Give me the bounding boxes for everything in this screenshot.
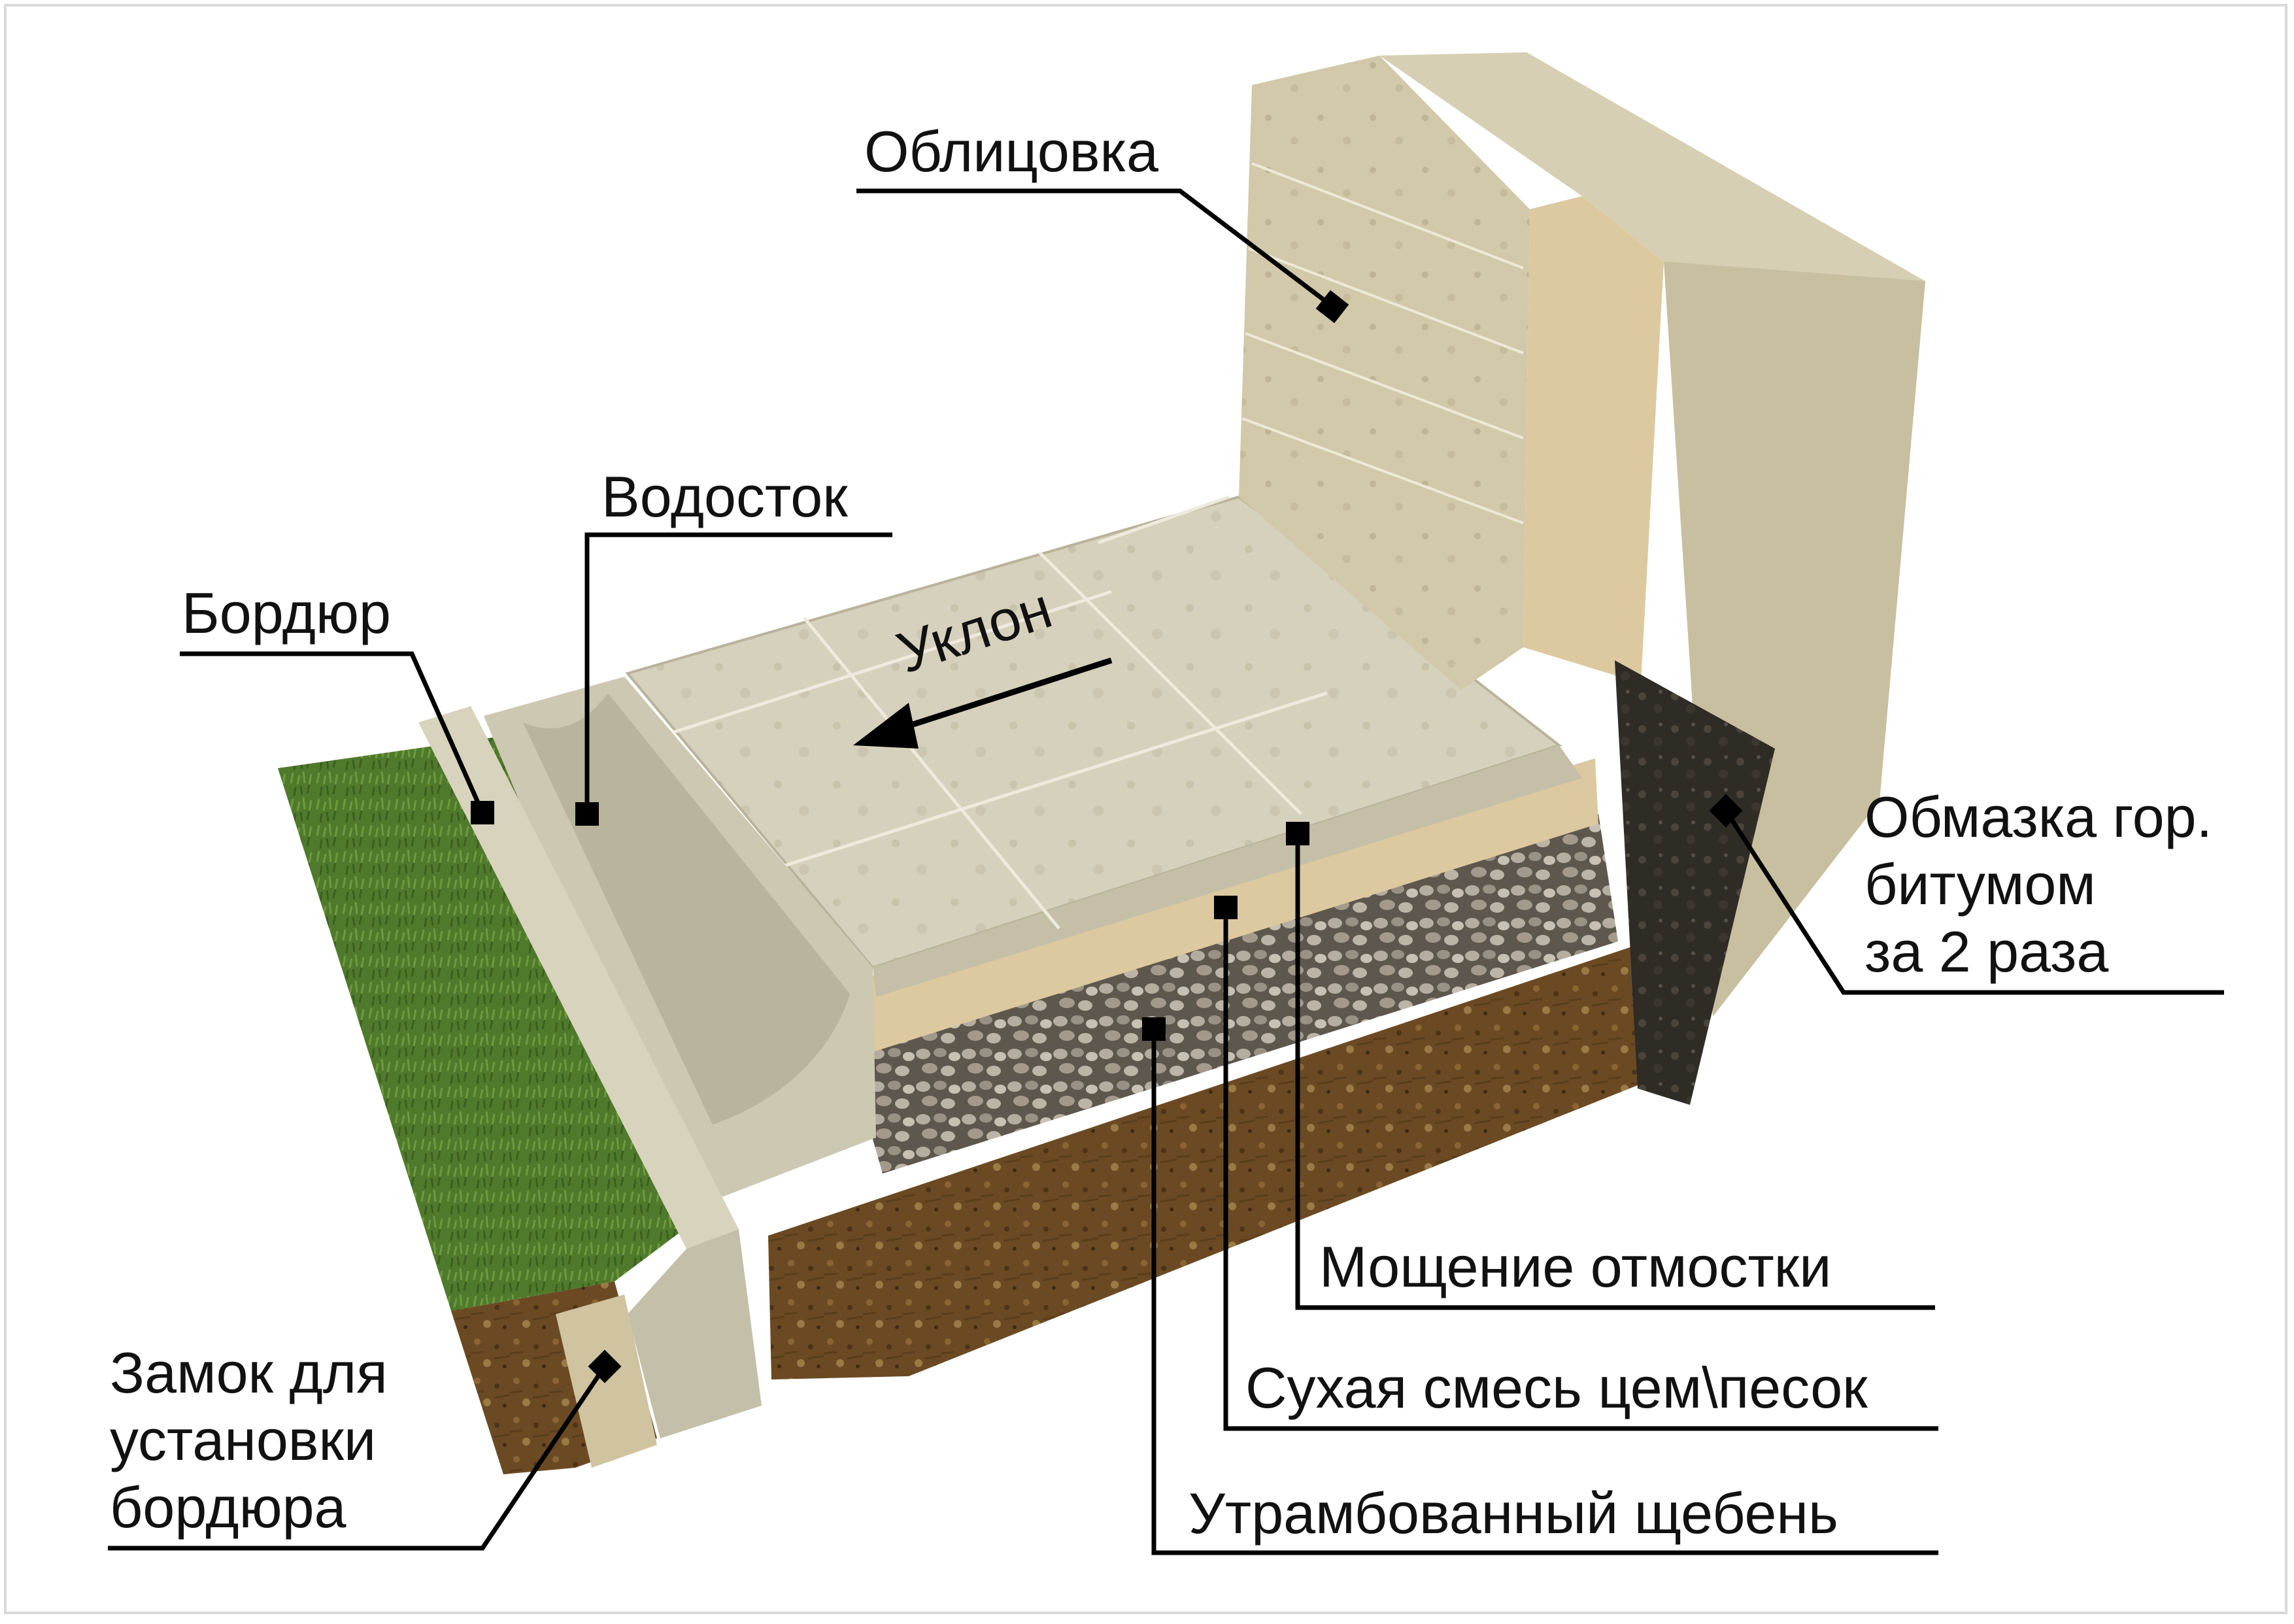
- paving-front-edge: [873, 745, 1582, 997]
- gutter-channel: [523, 693, 850, 1125]
- label-cladding: Облицовка: [864, 119, 1158, 184]
- leader-bitumen: [1724, 809, 2224, 995]
- marker-paving: [1286, 822, 1309, 845]
- bitumen-coating: [1615, 660, 1775, 1105]
- cladding: [1239, 56, 1530, 690]
- marker-cladding: [1315, 290, 1349, 324]
- label-gravel: Утрамбованный щебень: [1189, 1481, 1838, 1546]
- wall-plaster: [1523, 196, 1664, 683]
- leader-markers: [471, 290, 1743, 1383]
- gravel-layer: [850, 814, 1618, 1174]
- curb-top: [418, 706, 739, 1249]
- label-curb-lock-line2: установки: [110, 1408, 376, 1472]
- label-dry-mix: Сухая смесь цем\песок: [1245, 1355, 1868, 1420]
- slope-arrow: [853, 657, 1113, 749]
- label-curb-lock-line1: Замок для: [110, 1340, 388, 1405]
- leader-curb-lock: [108, 1365, 607, 1551]
- label-bitumen-line3: за 2 раза: [1864, 919, 2108, 984]
- soil-front: [768, 941, 1654, 1379]
- marker-curb: [471, 801, 494, 824]
- leader-curb: [180, 651, 485, 814]
- label-gutter: Водосток: [601, 464, 848, 529]
- leader-gravel: [1151, 1029, 1938, 1555]
- cladding-joints: [1241, 162, 1524, 524]
- label-bitumen-line2: битумом: [1864, 852, 2096, 917]
- label-curb-lock-line3: бордюра: [110, 1475, 346, 1540]
- leader-cladding: [856, 188, 1336, 309]
- marker-gutter: [575, 802, 599, 826]
- leader-gutter: [584, 532, 892, 814]
- label-bitumen-line1: Обмазка гор.: [1864, 785, 2212, 849]
- curb-side: [628, 1229, 762, 1438]
- label-curb: Бордюр: [182, 581, 391, 645]
- label-paving: Мощение отмостки: [1319, 1234, 1831, 1299]
- paving-joints: [673, 495, 1328, 930]
- leader-dry-mix: [1223, 907, 1938, 1431]
- marker-dry-mix: [1214, 896, 1238, 919]
- leader-lines: [108, 188, 2224, 1555]
- leader-paving: [1295, 834, 1935, 1310]
- marker-gravel: [1142, 1017, 1166, 1041]
